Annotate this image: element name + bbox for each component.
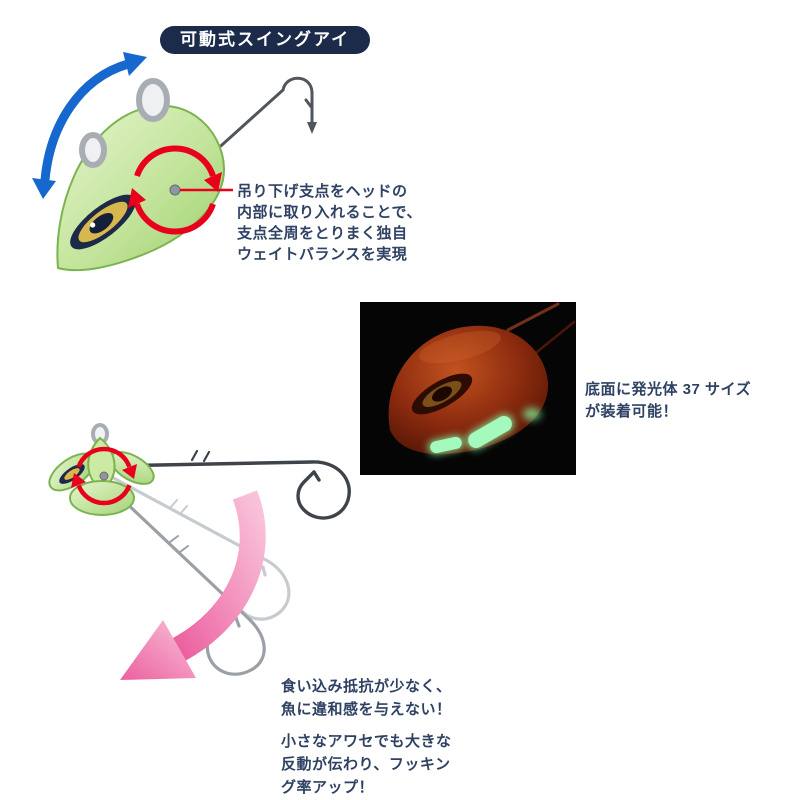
note-line: 内部に取り入れることで、 <box>237 204 422 221</box>
note-line: 反動が伝わり、フッキン <box>281 756 451 773</box>
feature-badge-label: 可動式スイングアイ <box>180 30 351 49</box>
bite-note: 食い込み抵抗が少なく、 魚に違和感を与えない！ <box>281 675 452 721</box>
swing-eye-illustration <box>32 52 317 272</box>
pivot-note: 吊り下げ支点をヘッドの 内部に取り入れることで、 支点全周をとりまく独自 ウェイ… <box>237 181 422 265</box>
note-line: グ率アップ！ <box>281 779 375 796</box>
note-line: 支点全周をとりまく独自 <box>237 225 408 242</box>
jig-head <box>56 78 226 272</box>
note-line: 吊り下げ支点をヘッドの <box>237 183 408 200</box>
note-line: 食い込み抵抗が少なく、 <box>281 678 452 695</box>
hook-wire <box>506 302 576 358</box>
feature-badge: 可動式スイングアイ <box>160 26 371 54</box>
note-line: 底面に発光体 37 サイズ <box>585 381 752 398</box>
glow-note: 底面に発光体 37 サイズ が装着可能！ <box>585 379 751 423</box>
rotation-arrow-icon <box>128 145 222 235</box>
eye-marking <box>70 194 136 250</box>
glow-strip <box>428 408 541 455</box>
pivot-dot <box>169 184 181 196</box>
swing-eyelet-top-icon <box>136 78 170 122</box>
hooking-note: 小さなアワセでも大きな 反動が伝わり、フッキン グ率アップ！ <box>281 730 452 799</box>
swing-arrow-icon <box>32 52 147 199</box>
eye-marking <box>59 464 85 484</box>
eye-marking <box>411 373 473 415</box>
swing-eyelet-side-icon <box>79 132 107 168</box>
rotation-arrow-icon <box>71 446 137 506</box>
note-line: 魚に違和感を与えない！ <box>281 701 452 718</box>
note-line: ウェイトバランスを実現 <box>237 246 408 263</box>
glow-photo-image <box>360 302 576 475</box>
pivot-dot <box>99 471 109 481</box>
hook-solid <box>106 449 351 520</box>
hook-swing-illustration <box>48 423 351 680</box>
note-line: が装着可能！ <box>585 403 679 420</box>
glow-photo <box>360 302 576 475</box>
pink-swing-arrow-icon <box>120 490 266 680</box>
note-line: 小さなアワセでも大きな <box>281 733 452 750</box>
